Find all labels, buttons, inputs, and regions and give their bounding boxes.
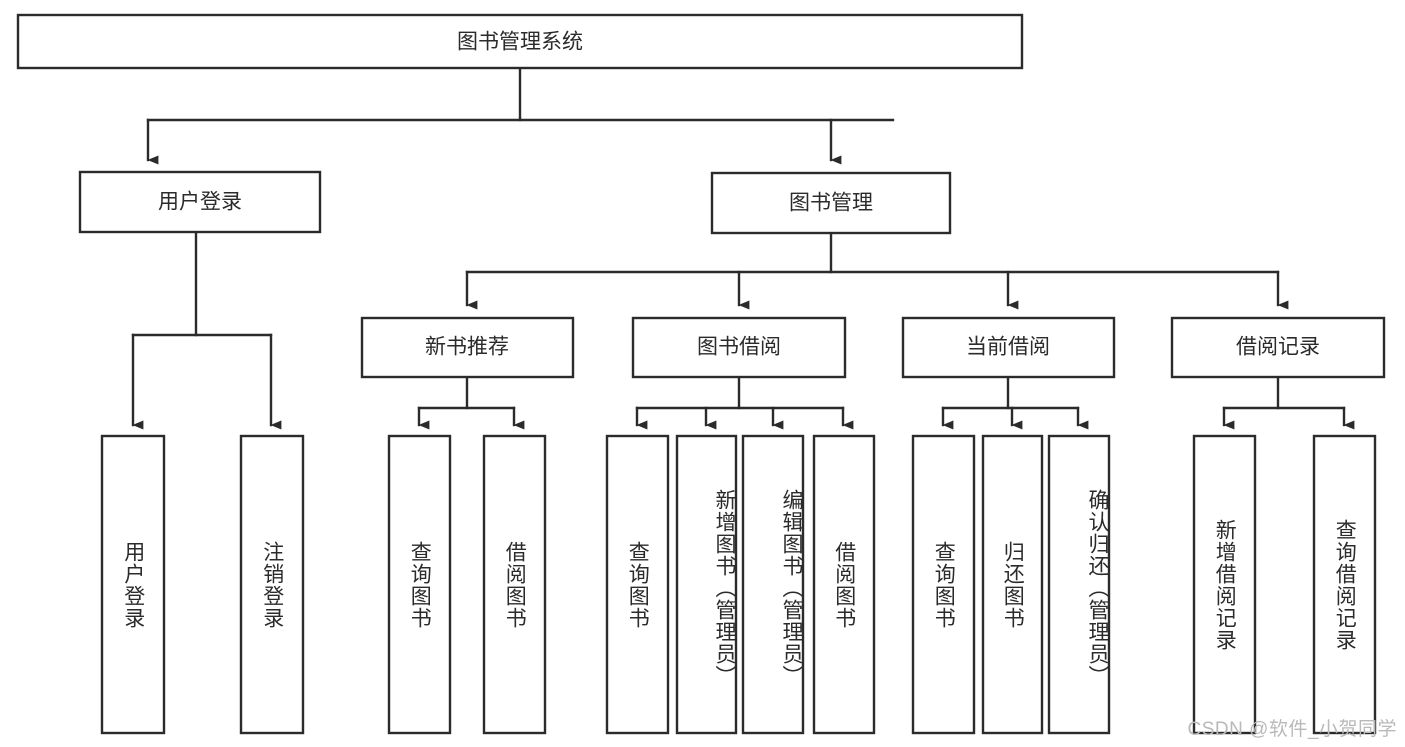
node-leaf-add-book-box[interactable] xyxy=(675,434,738,735)
node-borrow-record-label: 借阅记录 xyxy=(1236,336,1320,359)
node-current-borrow-label: 当前借阅 xyxy=(966,336,1050,359)
node-leaf-edit-book-box[interactable] xyxy=(741,434,805,735)
node-leaf-borrow-book-2-box[interactable] xyxy=(812,434,876,735)
node-current-borrow[interactable]: 当前借阅 xyxy=(901,316,1116,379)
node-leaf-add-record-box[interactable] xyxy=(1192,434,1257,735)
node-leaf-query-book-2-box[interactable] xyxy=(605,434,670,735)
node-current-borrow-box[interactable] xyxy=(901,316,1116,379)
node-borrow-record-box[interactable] xyxy=(1170,316,1386,379)
connectors-book-management-to-level2 xyxy=(465,231,1289,310)
connectors-user-login-to-leaves xyxy=(131,230,282,430)
node-new-book-recommend-label: 新书推荐 xyxy=(425,336,509,359)
node-leaf-logout-login-box[interactable] xyxy=(239,434,305,735)
node-leaf-query-record-box[interactable] xyxy=(1312,434,1377,735)
node-book-management[interactable]: 图书管理 xyxy=(710,171,952,235)
node-user-login[interactable]: 用户登录 xyxy=(78,170,322,234)
node-root[interactable]: 图书管理系统 xyxy=(16,13,1024,70)
node-book-management-label: 图书管理 xyxy=(789,192,873,215)
node-leaf-confirm-return-box[interactable] xyxy=(1047,434,1111,735)
node-borrow-record[interactable]: 借阅记录 xyxy=(1170,316,1386,379)
node-user-login-label: 用户登录 xyxy=(158,191,242,214)
connectors-root-to-level1 xyxy=(146,66,895,165)
watermark: CSDN @软件_小贺同学 xyxy=(1187,719,1397,740)
node-root-label: 图书管理系统 xyxy=(457,31,583,54)
node-leaf-query-book-1-box[interactable] xyxy=(387,434,452,735)
node-root-box[interactable] xyxy=(16,13,1024,70)
connectors-current-borrow-to-leaves xyxy=(941,375,1089,430)
node-new-book-recommend[interactable]: 新书推荐 xyxy=(360,316,575,379)
node-book-borrow-label: 图书借阅 xyxy=(697,336,781,359)
node-leaf-return-book-box[interactable] xyxy=(981,434,1044,735)
node-user-login-box[interactable] xyxy=(78,170,322,234)
connectors-borrow-record-to-leaves xyxy=(1222,375,1355,430)
node-book-borrow[interactable]: 图书借阅 xyxy=(631,316,847,379)
node-leaf-borrow-book-1-box[interactable] xyxy=(482,434,547,735)
node-new-book-recommend-box[interactable] xyxy=(360,316,575,379)
node-leaf-query-book-3-box[interactable] xyxy=(911,434,976,735)
node-book-management-box[interactable] xyxy=(710,171,952,235)
node-book-borrow-box[interactable] xyxy=(631,316,847,379)
connectors-book-borrow-to-leaves xyxy=(635,375,854,430)
connectors-new-book-recommend-to-leaves xyxy=(417,375,525,430)
node-leaf-user-login-box[interactable] xyxy=(100,434,166,735)
